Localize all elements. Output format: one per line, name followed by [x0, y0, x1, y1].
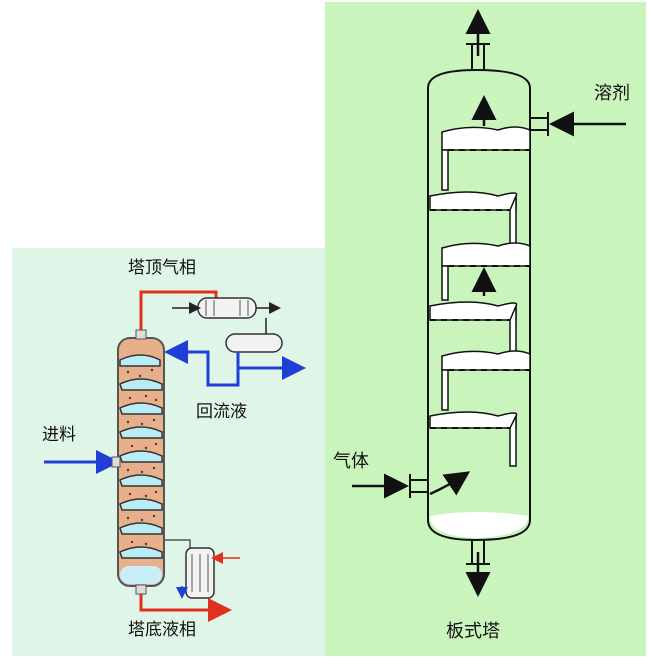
top-vapor-label: 塔顶气相 [128, 258, 196, 278]
tray-dots [126, 368, 158, 546]
gas-label: 气体 [333, 451, 369, 472]
left-panel-background [12, 248, 325, 656]
gas-flow-arrow [429, 471, 471, 496]
bottom-liquid [430, 512, 528, 538]
bottom-liquid-label: 塔底液相 [128, 620, 196, 640]
reboiler [185, 547, 215, 599]
tray-plates [430, 149, 530, 429]
reboiler-return-line [164, 539, 191, 548]
feed-label: 进料 [42, 425, 76, 445]
solvent-nozzle [530, 112, 549, 136]
top-vapor-line [139, 290, 218, 334]
gas-nozzle [409, 474, 428, 498]
column-trays [119, 354, 163, 559]
reflux-drum [225, 333, 283, 353]
tower-trays [429, 126, 531, 467]
solvent-label: 溶剂 [594, 83, 630, 104]
reflux-label: 回流液 [196, 402, 247, 422]
bottom-product-line [139, 594, 232, 622]
plate-tower-title: 板式塔 [446, 621, 500, 642]
tower-shell [427, 68, 531, 542]
reflux-line [164, 340, 240, 387]
condenser [172, 297, 281, 334]
